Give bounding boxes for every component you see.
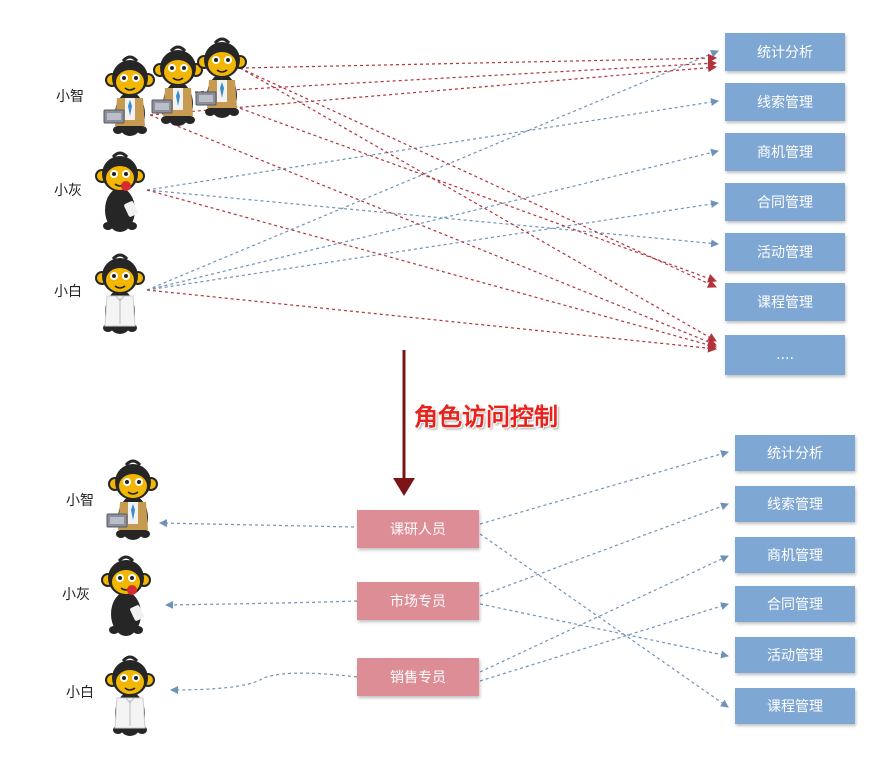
top-arrows bbox=[146, 50, 719, 353]
monkey-mascot-icon bbox=[104, 655, 156, 738]
bottom-person-xiaobai: 小白 bbox=[66, 685, 94, 701]
monkey-mascot-icon bbox=[94, 253, 146, 336]
top-module-contracts: 合同管理 bbox=[725, 183, 845, 221]
bottom-module-contracts: 合同管理 bbox=[735, 586, 855, 622]
monkey-mascot-icon bbox=[94, 151, 146, 234]
down-arrow-icon bbox=[393, 478, 415, 496]
monkey-mascot-icon bbox=[151, 45, 204, 128]
top-module-more: .... bbox=[725, 335, 845, 375]
role-sales-specialist: 销售专员 bbox=[357, 658, 479, 696]
bottom-module-leads: 线索管理 bbox=[735, 486, 855, 522]
bottom-module-activities: 活动管理 bbox=[735, 637, 855, 673]
bottom-arrows bbox=[159, 450, 729, 708]
bottom-person-xiaozhi: 小智 bbox=[66, 493, 94, 509]
top-module-leads: 线索管理 bbox=[725, 83, 845, 121]
top-module-courses: 课程管理 bbox=[725, 283, 845, 321]
bottom-module-stats: 统计分析 bbox=[735, 435, 855, 471]
monkey-mascot-icon bbox=[106, 459, 159, 542]
monkey-mascot-icon bbox=[100, 555, 152, 638]
role-course-researcher: 课研人员 bbox=[357, 510, 479, 548]
bottom-person-xiaohui: 小灰 bbox=[62, 587, 90, 603]
top-module-opportunities: 商机管理 bbox=[725, 133, 845, 171]
bottom-people-icons bbox=[100, 459, 159, 738]
monkey-mascot-icon bbox=[103, 55, 156, 138]
top-person-xiaozhi: 小智 bbox=[56, 89, 84, 105]
bottom-module-opportunities: 商机管理 bbox=[735, 537, 855, 573]
big-down-arrow bbox=[393, 350, 415, 496]
role-marketing-specialist: 市场专员 bbox=[357, 582, 479, 620]
rbac-title: 角色访问控制 bbox=[414, 403, 558, 431]
top-person-xiaohui: 小灰 bbox=[54, 183, 82, 199]
monkey-mascot-icon bbox=[195, 37, 248, 120]
top-module-activities: 活动管理 bbox=[725, 233, 845, 271]
bottom-module-courses: 课程管理 bbox=[735, 688, 855, 724]
top-person-xiaobai: 小白 bbox=[54, 284, 82, 300]
top-module-stats: 统计分析 bbox=[725, 33, 845, 71]
